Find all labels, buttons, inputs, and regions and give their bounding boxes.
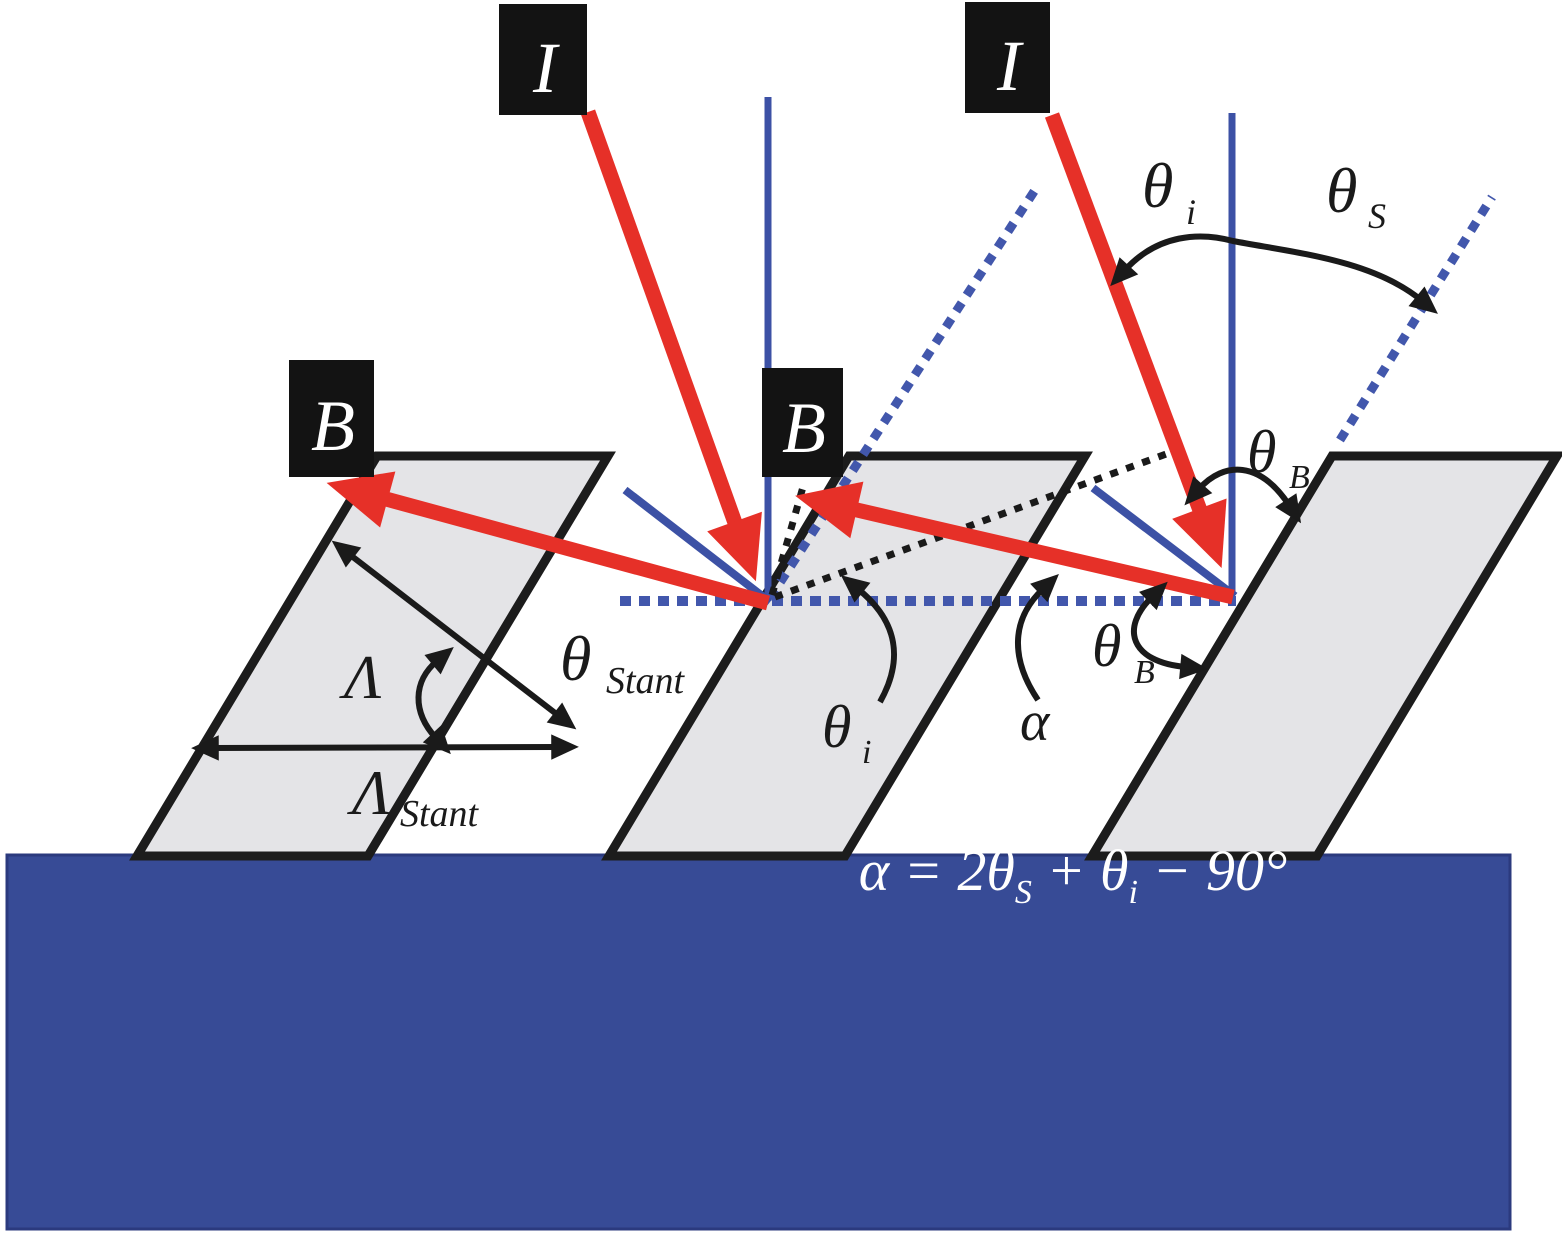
slant-angle-equation: α = 2θS + θi − 90° <box>859 838 1288 911</box>
scatter-direction-dotted-right <box>1336 194 1496 443</box>
lambda-stant-label: Λ <box>347 757 391 828</box>
bragg-label-box-left <box>289 360 374 477</box>
black-dotted-alpha-direction <box>773 445 1182 601</box>
substrate-block <box>5 853 1512 1231</box>
lambda-stant-period-arrow <box>191 734 579 761</box>
incident-label-left: I <box>532 28 560 108</box>
equation-subscript-i: i <box>1128 874 1137 911</box>
theta-i-lower-subscript: i <box>862 734 871 771</box>
theta-i-theta-s-angle-arc <box>1110 233 1438 314</box>
theta-b-lower-subscript: B <box>1134 654 1155 691</box>
lambda-period-arrow <box>331 540 577 730</box>
theta-stant-label: θ <box>560 623 591 694</box>
black-dotted-steep <box>768 486 807 596</box>
alpha-pointer-arrow <box>1015 574 1059 702</box>
equation-part-3: − 90° <box>1138 838 1287 903</box>
theta-i-top-subscript: i <box>1186 192 1196 232</box>
theta-i-lower-label: θ <box>822 694 851 760</box>
theta-i-top-label: θ <box>1142 150 1173 221</box>
theta-stant-angle-arc <box>415 646 454 755</box>
grating-slab-right <box>1084 451 1562 861</box>
theta-b-upper-subscript: B <box>1289 459 1310 496</box>
equation-subscript-s: S <box>1015 874 1032 911</box>
theta-b-upper-label: θ <box>1247 419 1276 485</box>
grating-slab-middle <box>601 451 1093 861</box>
incident-label-box-right <box>965 2 1050 113</box>
lambda-stant-subscript: Stant <box>400 793 480 835</box>
theta-i-lower-pointer-arrow <box>840 575 897 704</box>
slant-line-right <box>1090 484 1238 600</box>
alpha-label: α <box>1020 691 1051 753</box>
theta-b-lower-label: θ <box>1092 613 1121 679</box>
incident-beam-right <box>1044 112 1227 568</box>
bragg-label-left: B <box>311 386 355 466</box>
slant-line-middle <box>622 486 773 606</box>
theta-stant-subscript: Stant <box>606 660 686 702</box>
bragg-label-middle: B <box>782 388 826 468</box>
theta-s-top-subscript: S <box>1368 196 1386 236</box>
incident-label-box-left <box>499 4 587 115</box>
theta-b-upper-angle-arc <box>1184 466 1302 524</box>
bragg-label-box-middle <box>762 368 843 477</box>
lambda-label: Λ <box>339 644 382 712</box>
incident-beam-left <box>580 109 762 582</box>
theta-s-top-label: θ <box>1326 155 1357 226</box>
equation-part-2: + θ <box>1032 838 1129 903</box>
equation-part-1: α = 2θ <box>859 838 1015 903</box>
theta-b-lower-angle-arc <box>1131 581 1208 680</box>
incident-label-right: I <box>996 26 1024 106</box>
